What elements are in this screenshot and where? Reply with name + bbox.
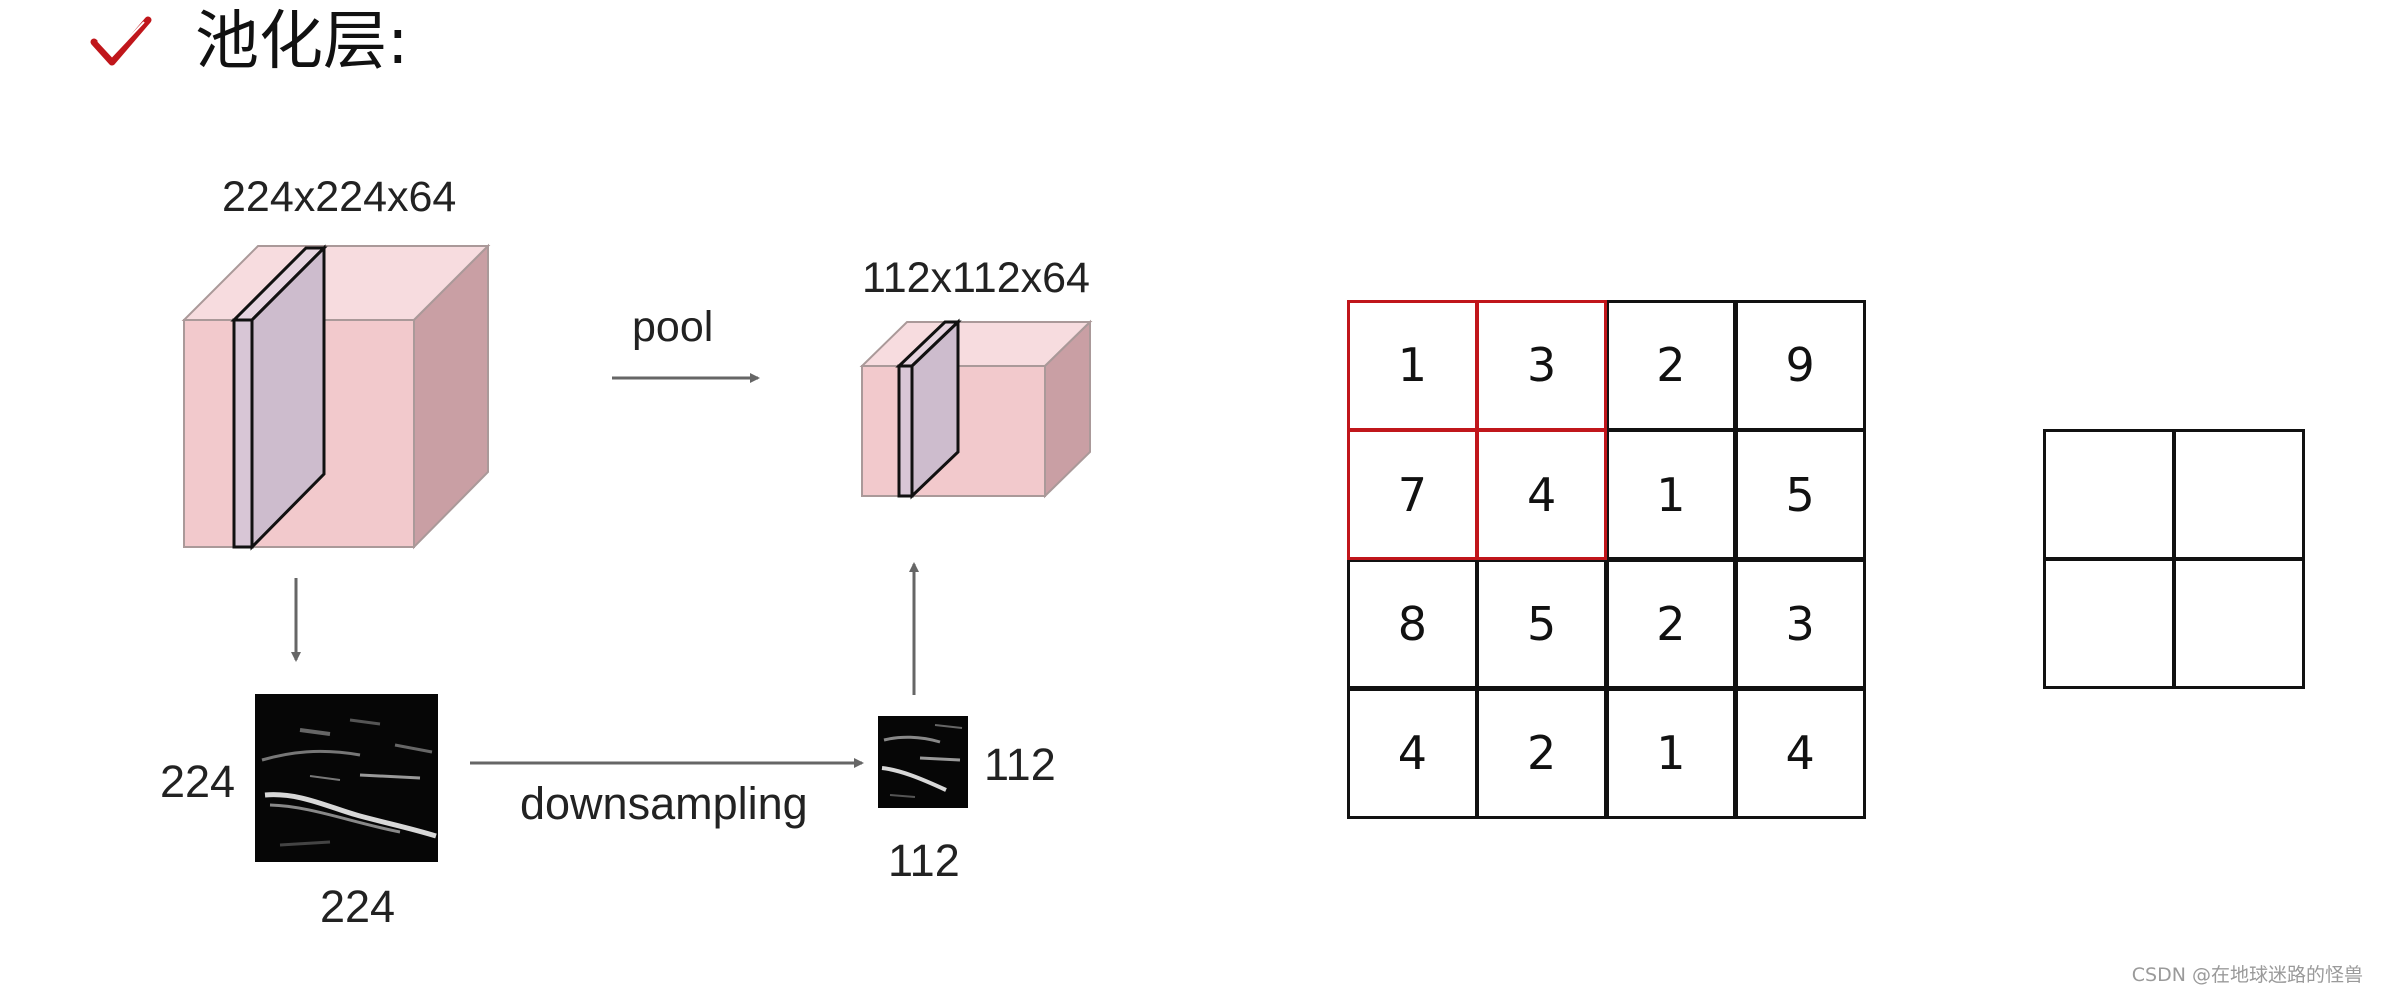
output-depth-slice: [895, 318, 962, 500]
pool-window-highlight: [1476, 300, 1607, 431]
output-grid: [2043, 429, 2305, 689]
output-cell: [2043, 429, 2175, 560]
output-cell: [2043, 558, 2175, 689]
output-cell: [2173, 558, 2305, 689]
input-volume-cube: [181, 243, 491, 551]
matrix-cell: 5: [1476, 558, 1607, 690]
input-width-label: 224: [320, 881, 396, 932]
input-depth-slice: [230, 244, 328, 551]
matrix-cell: 4: [1734, 687, 1866, 819]
matrix-cell: 4: [1347, 687, 1478, 819]
pool-window-highlight: [1476, 429, 1607, 560]
matrix-cell: 2: [1476, 687, 1607, 819]
matrix-cell: 1: [1605, 429, 1737, 560]
matrix-cell: 1: [1605, 687, 1737, 819]
input-height-label: 224: [160, 756, 236, 807]
input-volume-label: 224x224x64: [222, 173, 457, 221]
output-volume-cube: [859, 318, 1093, 500]
matrix-cell: 2: [1605, 300, 1737, 431]
input-activation-map: [255, 694, 438, 862]
output-activation-map: [878, 716, 968, 808]
matrix-cell: 2: [1605, 558, 1737, 690]
checkmark-icon: [90, 16, 152, 66]
output-height-label: 112: [984, 739, 1056, 790]
pooling-diagram: [181, 243, 1093, 862]
page-title: 池化层:: [195, 5, 409, 79]
matrix-cell: 3: [1734, 558, 1866, 690]
matrix-cell: 9: [1734, 300, 1866, 431]
watermark: CSDN @在地球迷路的怪兽: [2131, 964, 2363, 986]
downsampling-label: downsampling: [520, 778, 808, 829]
matrix-cell: 5: [1734, 429, 1866, 560]
pool-window-highlight: [1347, 300, 1478, 431]
pool-window-highlight: [1347, 429, 1478, 560]
output-volume-label: 112x112x64: [862, 254, 1090, 302]
pool-label: pool: [632, 303, 714, 351]
output-width-label: 112: [888, 835, 960, 886]
matrix-cell: 8: [1347, 558, 1478, 690]
output-cell: [2173, 429, 2305, 560]
